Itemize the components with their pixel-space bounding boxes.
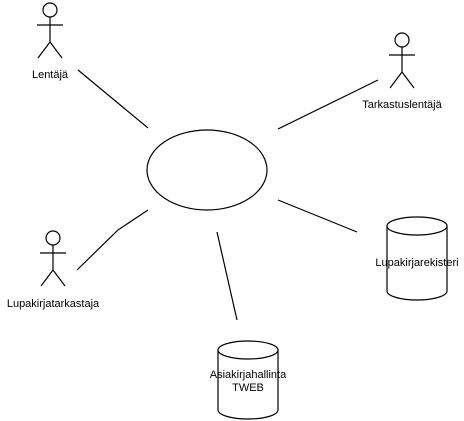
association-lupakirjarekisteri (277, 199, 358, 233)
stick-figure-icon (37, 2, 63, 59)
database-cylinder-icon (386, 216, 448, 301)
actor-lentaja: Lentäjä (32, 2, 69, 81)
association-asiakirjahallinta (216, 231, 238, 321)
actor-label: Lupakirjatarkastaja (7, 298, 100, 310)
stick-figure-icon (40, 230, 66, 287)
actor-lupakirjatarkastaja: Lupakirjatarkastaja (7, 230, 100, 310)
use-case-ellipse (146, 129, 268, 211)
association-lupakirjatarkastaja (76, 209, 149, 271)
association-lentaja (77, 69, 149, 129)
database-lupakirjarekisteri: Lupakirjarekisteri (375, 216, 459, 301)
associations (76, 69, 379, 321)
database-asiakirjahallinta: Asiakirjahallinta TWEB (210, 340, 287, 420)
database-label: TWEB (232, 382, 264, 394)
stick-figure-icon (389, 32, 415, 89)
actor-label: Lentäjä (32, 69, 69, 81)
use-case (146, 129, 268, 211)
actor-label: Tarkastuslentäjä (362, 99, 442, 111)
database-cylinder-icon (217, 340, 279, 420)
association-tarkastuslentaja (277, 79, 379, 130)
database-label: Asiakirjahallinta (210, 369, 287, 381)
actor-tarkastuslentaja: Tarkastuslentäjä (362, 32, 443, 111)
database-label: Lupakirjarekisteri (375, 257, 458, 269)
